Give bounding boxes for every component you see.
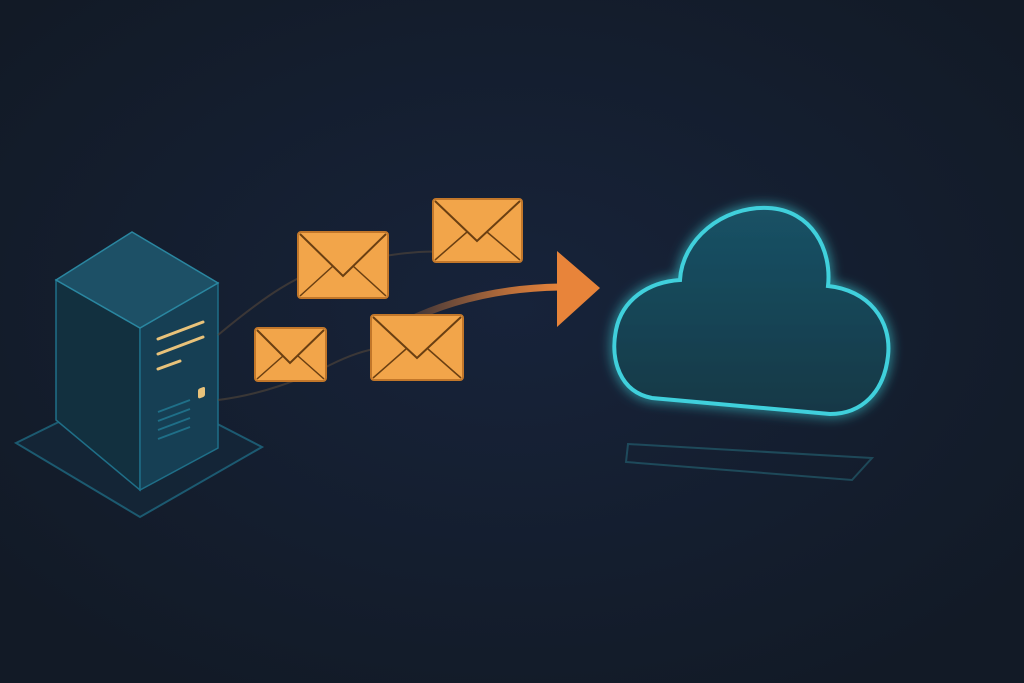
cloud-icon — [612, 205, 891, 482]
cloud-shape — [612, 205, 891, 417]
envelope-icon — [370, 314, 464, 381]
envelope-icon — [254, 327, 327, 382]
server-vent-4 — [157, 426, 191, 440]
server-top-face — [54, 231, 220, 329]
envelope-icon — [432, 198, 523, 263]
server-slot-3 — [156, 359, 182, 371]
server-vent-1 — [157, 399, 191, 413]
server-led — [198, 386, 205, 399]
arrow-head — [557, 251, 600, 327]
server-vent-3 — [157, 417, 191, 431]
envelope-icon — [297, 231, 389, 299]
server-slot-1 — [156, 320, 205, 341]
server-vent-2 — [157, 408, 191, 422]
server-slot-2 — [156, 335, 205, 356]
cloud-floor-plate — [624, 442, 875, 482]
server-icon — [13, 231, 265, 519]
